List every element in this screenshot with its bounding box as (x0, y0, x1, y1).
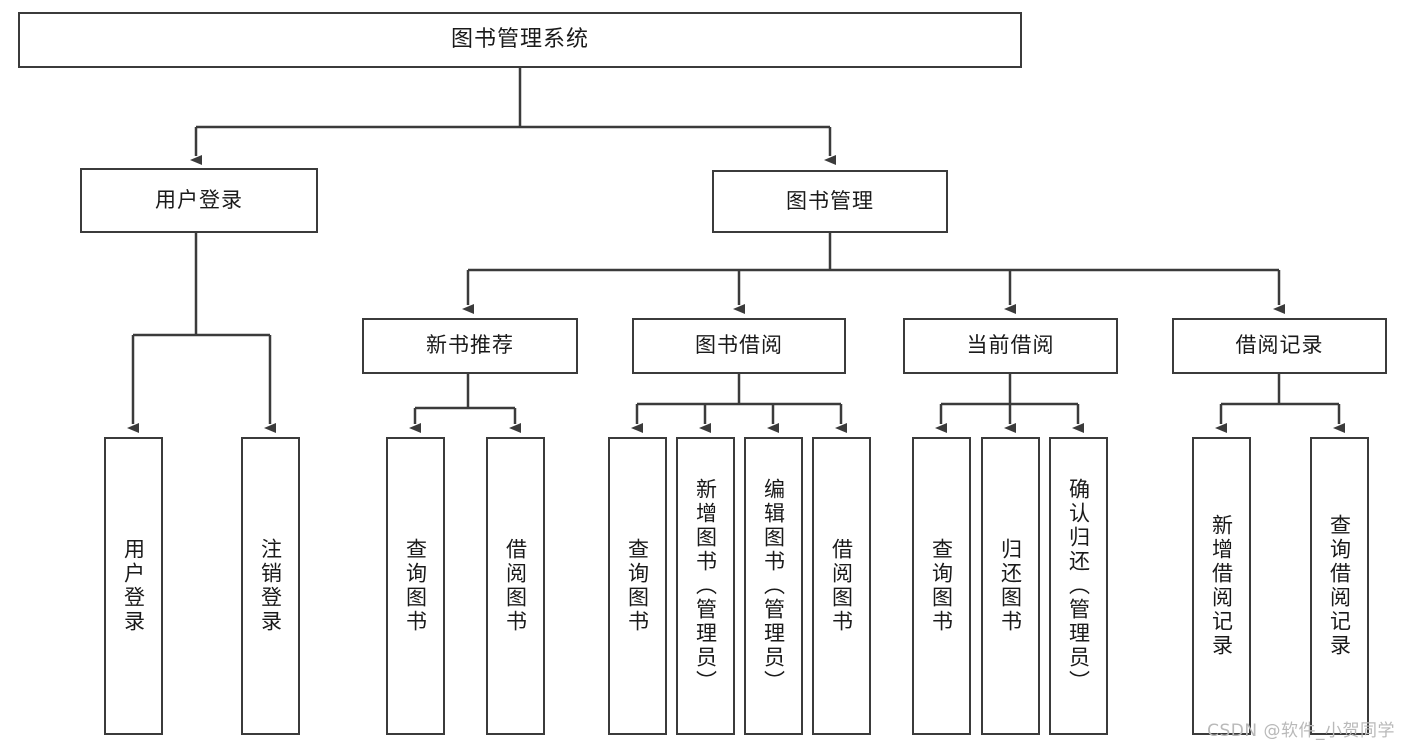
node-label: 注销登录 (258, 538, 283, 634)
node-label: 图书管理 (786, 188, 874, 213)
node-label: 查询图书 (625, 538, 650, 634)
node-label: 确认归还（管理员） (1066, 478, 1091, 694)
node-label: 借阅记录 (1235, 333, 1324, 358)
node-user-login[interactable]: 用户登录 (80, 168, 318, 233)
node-new-book-recommendation[interactable]: 新书推荐 (362, 318, 578, 374)
node-label: 查询借阅记录 (1327, 514, 1352, 658)
leaf-records-add-record[interactable]: 新增借阅记录 (1192, 437, 1251, 735)
node-label: 新增图书（管理员） (693, 478, 718, 694)
node-label: 新书推荐 (426, 333, 514, 358)
watermark-text: CSDN @软件_小贺同学 (1207, 721, 1395, 741)
node-borrowing-records[interactable]: 借阅记录 (1172, 318, 1387, 374)
leaf-user-login-logout[interactable]: 注销登录 (241, 437, 300, 735)
node-label: 图书管理系统 (450, 26, 589, 52)
node-book-borrowing[interactable]: 图书借阅 (632, 318, 846, 374)
node-label: 新增借阅记录 (1209, 514, 1234, 658)
leaf-borrow-add-book-admin[interactable]: 新增图书（管理员） (676, 437, 735, 735)
leaf-borrow-query-book[interactable]: 查询图书 (608, 437, 667, 735)
node-current-borrowing[interactable]: 当前借阅 (903, 318, 1118, 374)
leaf-current-confirm-return-admin[interactable]: 确认归还（管理员） (1049, 437, 1108, 735)
node-label: 用户登录 (121, 538, 146, 634)
leaf-new-book-query-book[interactable]: 查询图书 (386, 437, 445, 735)
node-label: 图书借阅 (695, 333, 783, 358)
leaf-current-query-book[interactable]: 查询图书 (912, 437, 971, 735)
node-label: 当前借阅 (966, 333, 1055, 358)
leaf-new-book-borrow-book[interactable]: 借阅图书 (486, 437, 545, 735)
node-root-book-management-system[interactable]: 图书管理系统 (18, 12, 1022, 68)
node-label: 查询图书 (403, 538, 428, 634)
leaf-borrow-borrow-book[interactable]: 借阅图书 (812, 437, 871, 735)
node-label: 查询图书 (929, 538, 954, 634)
node-label: 归还图书 (998, 538, 1023, 634)
leaf-borrow-edit-book-admin[interactable]: 编辑图书（管理员） (744, 437, 803, 735)
leaf-current-return-book[interactable]: 归还图书 (981, 437, 1040, 735)
node-label: 借阅图书 (503, 538, 528, 634)
node-label: 用户登录 (155, 187, 243, 212)
node-book-management[interactable]: 图书管理 (712, 170, 948, 233)
node-label: 编辑图书（管理员） (761, 478, 786, 694)
leaf-records-query-record[interactable]: 查询借阅记录 (1310, 437, 1369, 735)
node-label: 借阅图书 (829, 538, 854, 634)
leaf-user-login-login[interactable]: 用户登录 (104, 437, 163, 735)
